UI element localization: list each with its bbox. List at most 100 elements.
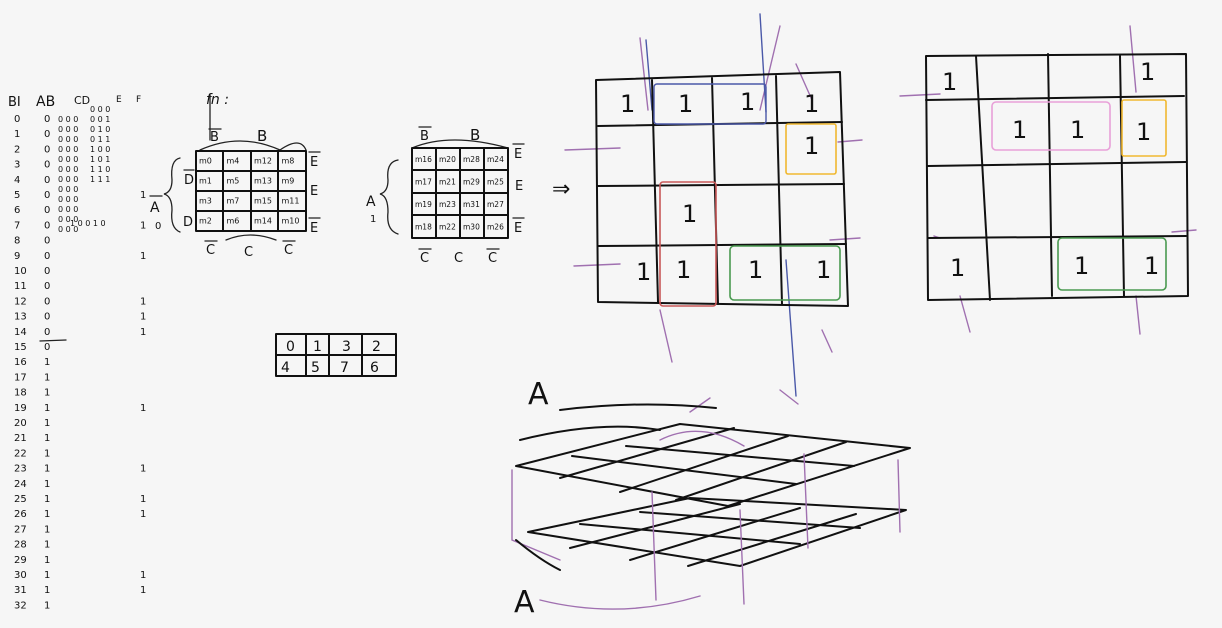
svg-text:0 0 0: 0 0 0 [58, 135, 78, 144]
header-ab: AB [36, 94, 55, 110]
big-kmap-left-one: 1 [682, 200, 697, 228]
kmap2-a-value: 1 [370, 214, 376, 225]
big-kmap-right-one: 1 [942, 68, 957, 96]
truth-table-a-value: 0 [44, 266, 50, 277]
truth-table-row-number: 31 [14, 585, 27, 596]
kmap2-cell: m23 [439, 200, 456, 209]
kmap1-cell: m3 [199, 196, 212, 205]
big-kmap-left-one: 1 [636, 258, 651, 286]
kmap2-cell: m29 [463, 177, 480, 186]
big-kmap-left-one: 1 [678, 90, 693, 118]
svg-text:0 0 0: 0 0 0 [58, 115, 78, 124]
truth-table-a-value: 0 [44, 281, 50, 292]
truth-table-a-value: 1 [44, 372, 50, 383]
truth-table-f-value: 1 [140, 464, 146, 475]
header-bi: BI [8, 95, 21, 110]
truth-table-a-value: 1 [44, 494, 50, 505]
truth-table-row-number: 21 [14, 433, 27, 444]
truth-table-row-number: 27 [14, 524, 27, 535]
kmap2-a-label: A [366, 194, 376, 210]
kmap1-c-mid: C [244, 245, 253, 260]
truth-table-row-number: 10 [14, 266, 27, 277]
truth-table-a-value: 0 [44, 236, 50, 247]
kmap2-b-label: B [470, 126, 480, 144]
truth-table-row-number: 18 [14, 388, 27, 399]
truth-table-f-value: 1 [140, 190, 146, 201]
small-grid-cell: 4 [281, 360, 290, 376]
header-f: F [136, 95, 141, 105]
svg-text:1 1 1: 1 1 1 [90, 175, 110, 184]
svg-text:0 0 0: 0 0 0 [58, 205, 78, 214]
truth-table-row-number: 25 [14, 494, 27, 505]
truth-table-f-value: 1 [140, 403, 146, 414]
truth-table-divider [39, 339, 67, 342]
kmap1-brace-bottom [225, 234, 277, 241]
truth-table-row-number: 3 [14, 160, 20, 171]
kmap2-cell: m28 [463, 155, 480, 164]
big-kmap-left-one: 1 [676, 256, 691, 284]
truth-table-f-value: 1 [140, 327, 146, 338]
truth-table-a-value: 1 [44, 448, 50, 459]
truth-table-a-value: 1 [44, 464, 50, 475]
fn-label: fn : [206, 92, 229, 108]
truth-table-a-value: 0 [44, 160, 50, 171]
truth-table-f-value: 1 [140, 312, 146, 323]
kmap2-cell: m26 [487, 222, 504, 231]
kmap1-cell: m1 [199, 176, 212, 185]
kmap1-cell: m8 [282, 156, 295, 165]
truth-table-row-number: 2 [14, 144, 20, 155]
truth-table-row-number: 11 [14, 281, 27, 292]
svg-text:0 0 0: 0 0 0 [58, 185, 78, 194]
kmap1-cell: m11 [282, 196, 300, 205]
truth-table-a-value: 0 [44, 144, 50, 155]
big-kmap-right-one: 1 [1074, 252, 1089, 280]
svg-text:0 0 0: 0 0 0 [90, 105, 110, 114]
truth-table-row-number: 15 [14, 342, 27, 353]
kmap2-cell: m24 [487, 155, 504, 164]
big-kmap-left-one: 1 [748, 256, 763, 284]
truth-table-a-value: 1 [44, 479, 50, 490]
truth-table-a-value: 0 [44, 342, 50, 353]
header-cd: CD [74, 94, 90, 107]
kmap1-c-right: C [284, 243, 293, 258]
svg-text:0 0 0: 0 0 0 [58, 155, 78, 164]
truth-table-a-value: 1 [44, 509, 50, 520]
big-kmap-left-one: 1 [804, 90, 819, 118]
truth-table-f-value: 1 [140, 585, 146, 596]
kmap2-cell: m30 [463, 222, 480, 231]
truth-table-f-value: 1 [140, 494, 146, 505]
svg-text:0 0 0: 0 0 0 [58, 145, 78, 154]
big-kmap-right-one: 1 [1070, 116, 1085, 144]
kmap1-cell: m0 [199, 156, 212, 165]
kmap2-cell: m25 [487, 177, 504, 186]
big-kmap-left-one: 1 [804, 132, 819, 160]
truth-table-a-value: 1 [44, 357, 50, 368]
kmap2-cell: m19 [415, 200, 432, 209]
truth-table-row-number: 7 [14, 220, 20, 231]
truth-table-row-number: 13 [14, 312, 27, 323]
svg-text:0 0 0: 0 0 0 [58, 175, 78, 184]
big-kmap-right-one: 1 [1136, 118, 1151, 146]
kmap2-e-bot: E [514, 221, 522, 236]
svg-text:1 0 1: 1 0 1 [90, 155, 110, 164]
svg-text:0 1 0: 0 1 0 [90, 125, 110, 134]
kmap1-d-top: D [184, 173, 194, 188]
kmap1-cell: m7 [227, 196, 240, 205]
kmap2-cell: m18 [415, 222, 432, 231]
truth-table-a-value: 1 [44, 600, 50, 611]
kmap1-cell: m9 [282, 176, 295, 185]
kmap2-c-mid: C [454, 251, 463, 266]
truth-table-a-value: 0 [44, 175, 50, 186]
truth-table-row-number: 16 [14, 357, 27, 368]
truth-table-f-value: 1 [140, 296, 146, 307]
kmap1-cell: m13 [254, 176, 272, 185]
big-kmap-right-one: 1 [1140, 58, 1155, 86]
truth-table-row-number: 29 [14, 555, 27, 566]
kmap2-e-mid: E [515, 179, 523, 194]
truth-table-row-number: 24 [14, 479, 27, 490]
stack-label-top: A [528, 377, 549, 412]
